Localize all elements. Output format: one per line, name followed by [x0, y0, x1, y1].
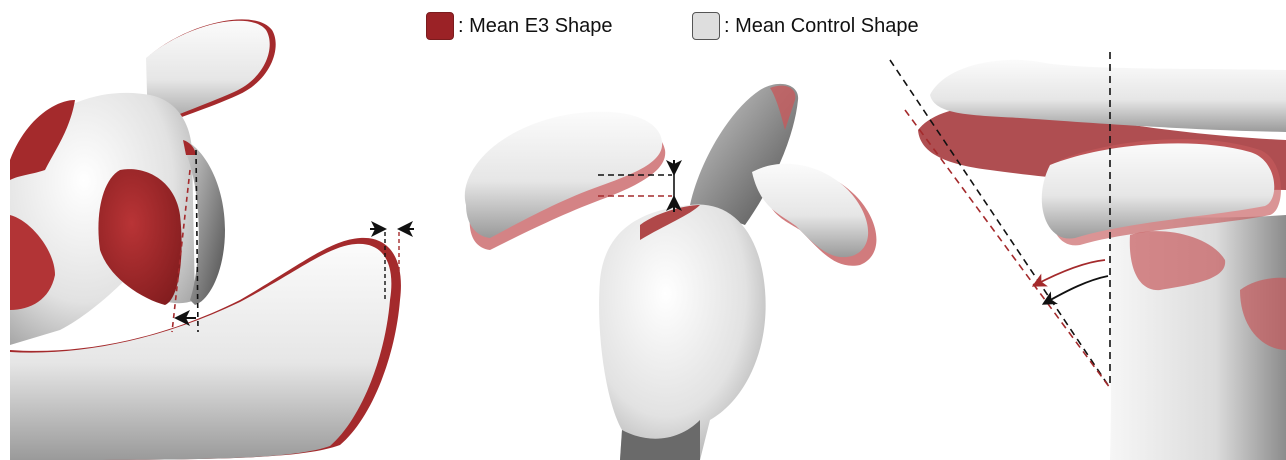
mid-coracoid — [752, 164, 868, 257]
mid-body — [599, 204, 766, 460]
middle-view — [465, 84, 877, 460]
right-view — [890, 52, 1286, 460]
left-view — [10, 19, 414, 460]
right-control-angle-arc — [1045, 276, 1108, 303]
right-e3-angle-arc — [1035, 260, 1105, 285]
